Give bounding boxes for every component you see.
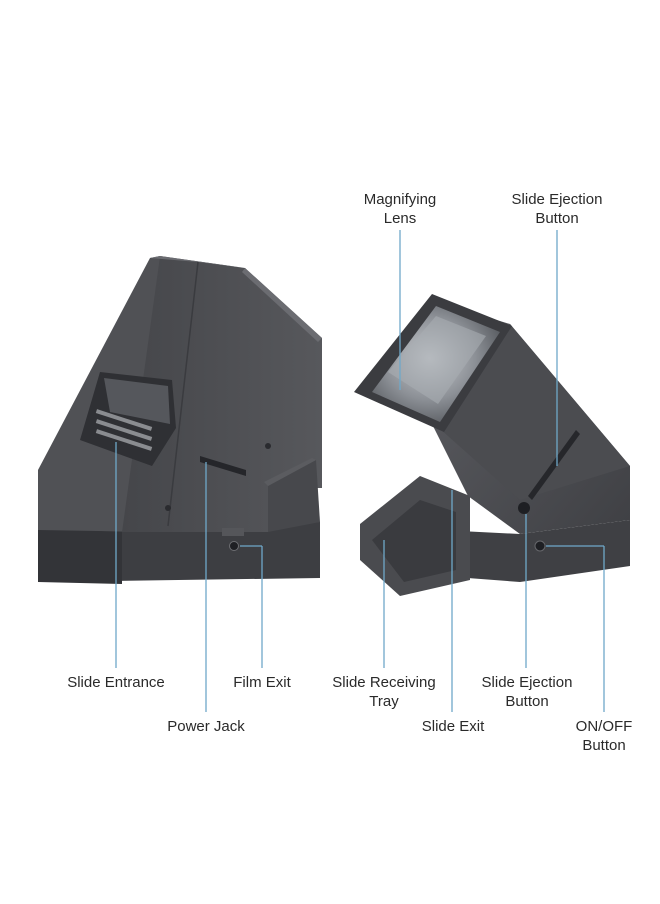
label-line: ON/OFF: [575, 718, 633, 735]
label-line: Power Jack: [167, 718, 245, 735]
label-line: Button: [505, 693, 549, 710]
label-slide-entrance: Slide Entrance: [56, 673, 176, 692]
label-power-jack: Power Jack: [156, 717, 256, 736]
on-off-switch: [534, 540, 546, 552]
label-line: Tray: [369, 693, 399, 710]
label-slide-exit: Slide Exit: [408, 717, 498, 736]
label-line: Button: [582, 737, 626, 754]
label-film-exit: Film Exit: [222, 673, 302, 692]
label-line: Slide Receiving: [332, 674, 436, 691]
label-slide-receiving-tray: Slide Receiving Tray: [320, 673, 448, 711]
callout-lines: [115, 230, 605, 712]
slide-ejection-slot: [528, 430, 580, 500]
right-viewer-device: [354, 294, 630, 596]
left-device-screw: [265, 443, 271, 449]
left-viewer-device: [38, 256, 322, 584]
label-line: Slide Ejection: [511, 191, 603, 208]
label-on-off-button: ON/OFF Button: [564, 717, 644, 755]
label-slide-ejection-button-bottom: Slide Ejection Button: [464, 673, 590, 711]
label-slide-ejection-button-top: Slide Ejection Button: [492, 190, 622, 228]
label-line: Slide Ejection: [481, 674, 573, 691]
label-line: Magnifying: [363, 191, 437, 208]
label-line: Slide Exit: [421, 718, 485, 735]
slide-ejection-knob: [518, 502, 530, 514]
left-device-front-face: [122, 256, 322, 532]
left-device-tray: [268, 460, 320, 532]
label-magnifying-lens: Magnifying Lens: [340, 190, 460, 228]
label-line: Film Exit: [233, 674, 291, 691]
power-jack: [229, 541, 239, 551]
label-line: Slide Entrance: [67, 674, 165, 691]
label-line: Button: [535, 210, 579, 227]
slide-entrance-ribs: [95, 409, 153, 451]
film-exit-slot: [200, 456, 246, 476]
label-line: Lens: [383, 210, 417, 227]
